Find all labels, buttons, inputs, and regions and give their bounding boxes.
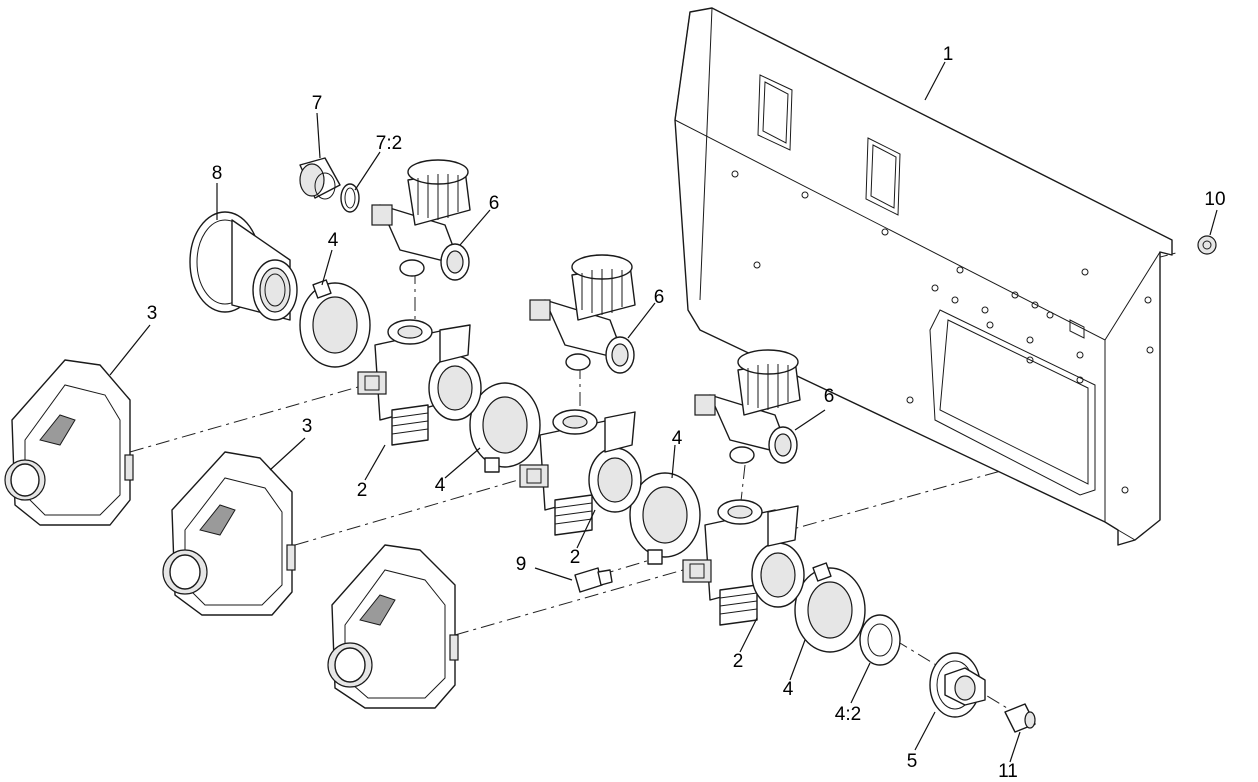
valve-body-part-2-c (682, 499, 805, 626)
callout-11: 11 (998, 761, 1018, 782)
regulator-part-6-a (371, 159, 471, 281)
callout-4: 4 (783, 679, 794, 700)
callout-2: 2 (733, 651, 744, 672)
leader-lines (109, 61, 1218, 763)
regulator-part-6-b (529, 254, 636, 374)
callout-6: 6 (654, 287, 665, 308)
valve-handle-part-3-c (327, 544, 459, 709)
callout-7: 7 (312, 93, 323, 114)
clamp-ring-part-4-a (299, 279, 371, 368)
clamp-ring-part-4-d (794, 562, 866, 653)
callout-8: 8 (212, 163, 223, 184)
callout-7-2: 7:2 (376, 133, 402, 154)
bolt-part-9 (574, 567, 613, 593)
callout-5: 5 (907, 751, 918, 772)
callout-4: 4 (435, 475, 446, 496)
mounting-bracket-part-1 (674, 7, 1173, 546)
callout-4-2: 4:2 (835, 704, 861, 725)
adapter-part-5 (929, 652, 986, 718)
callout-4: 4 (328, 230, 339, 251)
callout-9: 9 (516, 554, 527, 575)
callout-10: 10 (1204, 189, 1225, 210)
callout-2: 2 (570, 547, 581, 568)
o-ring-part-7-2 (340, 183, 360, 213)
valve-body-part-2-a (357, 319, 482, 446)
regulator-part-6-c (694, 349, 801, 464)
seal-ring-part-4-2 (859, 614, 901, 666)
callout-2: 2 (357, 480, 368, 501)
nut-part-10 (1197, 235, 1217, 255)
callout-6: 6 (489, 193, 500, 214)
valve-handle-part-3-b (162, 451, 296, 616)
callout-1: 1 (943, 44, 954, 65)
callout-3: 3 (302, 416, 313, 437)
clamp-ring-part-4-b (469, 382, 541, 473)
callout-labels: 1 2 2 2 3 3 4 4 4 4 4:2 5 6 6 6 7 7:2 8 … (147, 44, 1226, 782)
valve-body-part-2-b (519, 409, 642, 536)
callout-3: 3 (147, 303, 158, 324)
clamp-ring-part-4-c (629, 472, 701, 565)
fitting-part-11 (1004, 703, 1036, 733)
plug-part-7 (299, 157, 341, 200)
flange-part-8 (189, 211, 298, 321)
valve-handle-part-3-a (4, 359, 134, 526)
callout-4: 4 (672, 428, 683, 449)
callout-6: 6 (824, 386, 835, 407)
